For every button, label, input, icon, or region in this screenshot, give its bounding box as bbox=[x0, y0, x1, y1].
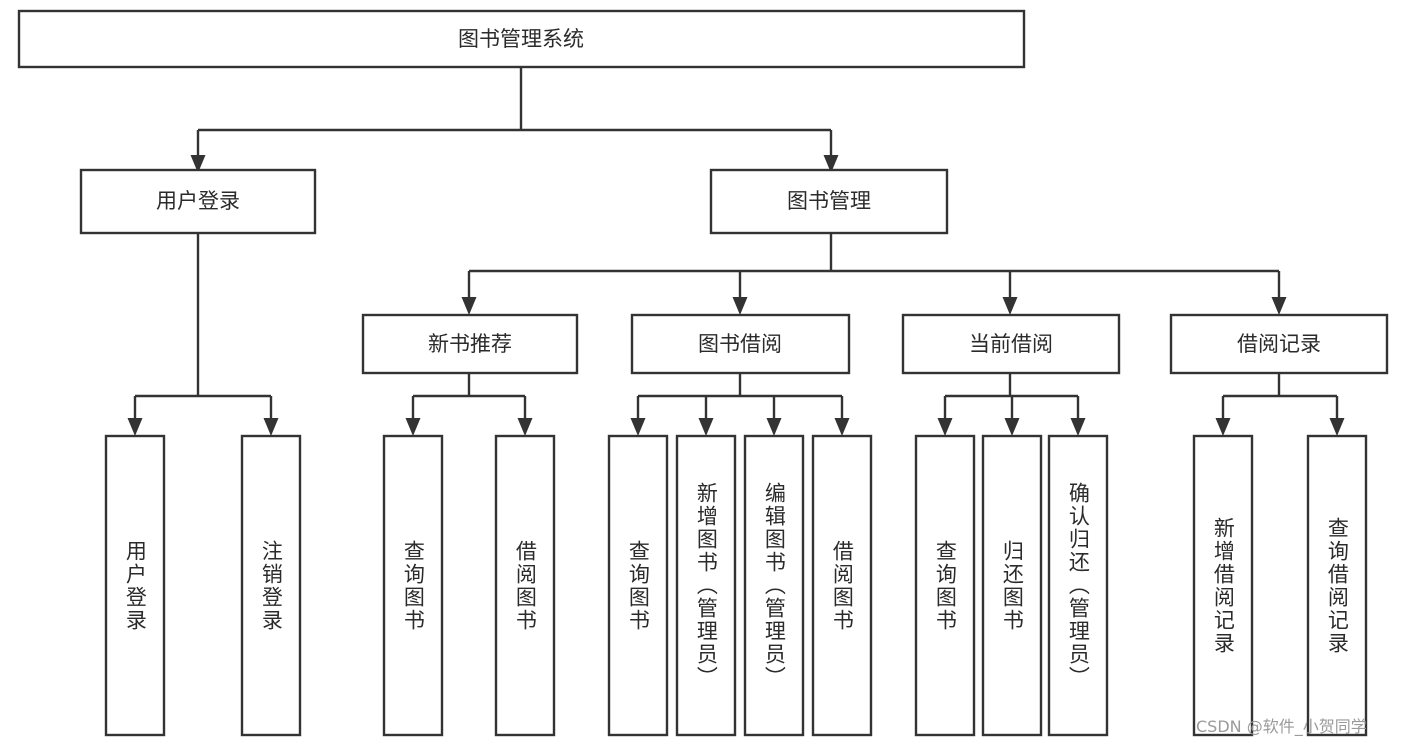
node-leaf-logout[interactable] bbox=[240, 434, 302, 737]
node-book-borrow[interactable] bbox=[630, 313, 851, 375]
node-root-label: 图书管理系统 bbox=[458, 27, 584, 51]
node-new-book-recommend-label: 新书推荐 bbox=[428, 332, 512, 356]
connector-group-userlogin-to-leaves bbox=[127, 233, 279, 436]
node-leaf-return-book[interactable] bbox=[981, 434, 1043, 737]
node-leaf-add-book[interactable] bbox=[675, 434, 737, 737]
node-leaf-edit-book[interactable] bbox=[743, 434, 805, 737]
node-leaf-add-record[interactable] bbox=[1192, 434, 1254, 737]
connector-group-bookborrow-to-leaves bbox=[630, 373, 850, 436]
csdn-watermark: CSDN @软件_小贺同学 bbox=[1196, 717, 1367, 736]
node-leaf-query-book-1[interactable] bbox=[382, 434, 444, 737]
node-leaf-query-book-3[interactable] bbox=[914, 434, 976, 737]
node-leaf-borrow-book-2[interactable] bbox=[811, 434, 873, 737]
node-leaf-user-login[interactable] bbox=[104, 434, 166, 737]
node-leaf-confirm-return[interactable] bbox=[1047, 434, 1109, 737]
node-new-book-recommend[interactable] bbox=[361, 313, 579, 375]
node-book-manage[interactable] bbox=[709, 168, 949, 235]
node-leaf-query-record[interactable] bbox=[1306, 434, 1368, 737]
node-borrow-record[interactable] bbox=[1169, 313, 1389, 375]
node-user-login[interactable] bbox=[79, 168, 317, 235]
node-leaf-borrow-book-1[interactable] bbox=[494, 434, 556, 737]
connector-group-borrowrecord-to-leaves bbox=[1215, 373, 1345, 436]
node-current-borrow[interactable] bbox=[901, 313, 1121, 375]
node-borrow-record-label: 借阅记录 bbox=[1237, 332, 1321, 356]
node-book-borrow-label: 图书借阅 bbox=[698, 332, 782, 356]
connector-group-newbook-to-leaves bbox=[405, 373, 533, 436]
node-book-manage-label: 图书管理 bbox=[787, 189, 871, 213]
connector-group-root-to-level1 bbox=[190, 67, 839, 173]
node-user-login-label: 用户登录 bbox=[156, 189, 240, 213]
connector-group-currentborrow-to-leaves bbox=[937, 373, 1086, 436]
node-root[interactable] bbox=[17, 9, 1026, 69]
connector-group-bookmanage-to-level2 bbox=[461, 233, 1287, 315]
node-current-borrow-label: 当前借阅 bbox=[969, 332, 1053, 356]
node-leaf-query-book-2[interactable] bbox=[607, 434, 669, 737]
